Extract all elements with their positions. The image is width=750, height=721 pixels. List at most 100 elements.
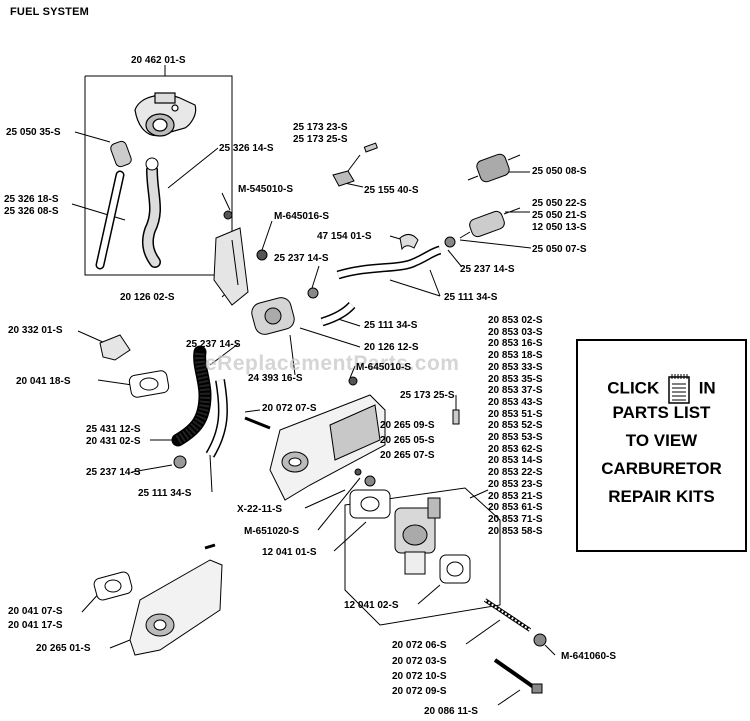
kit-part-label[interactable]: 20 853 33-S — [488, 361, 543, 373]
fuel-filter-top — [467, 153, 521, 183]
part-label[interactable]: 25 326 14-S — [219, 143, 274, 154]
part-label[interactable]: 25 050 07-S — [532, 244, 587, 255]
carburetor-group-box — [344, 487, 501, 626]
part-label[interactable]: 20 041 18-S — [16, 376, 71, 387]
part-label[interactable]: 25 326 08-S — [4, 206, 59, 217]
gasket-left — [128, 370, 170, 398]
part-label[interactable]: M-645016-S — [274, 211, 330, 222]
part-label[interactable]: 25 050 35-S — [6, 127, 61, 138]
part-label[interactable]: 25 111 34-S — [444, 292, 498, 303]
part-label[interactable]: 25 155 40-S — [364, 185, 419, 196]
intake-housing-upper — [269, 394, 386, 501]
part-label[interactable]: M-545010-S — [238, 184, 294, 195]
inline-fuel-filter-small — [110, 140, 132, 168]
part-label[interactable]: 20 086 11-S — [424, 706, 478, 717]
part-label[interactable]: 20 431 02-S — [86, 436, 141, 447]
part-label[interactable]: 20 265 07-S — [380, 450, 435, 461]
kit-part-label[interactable]: 20 853 21-S — [488, 490, 543, 502]
part-label[interactable]: 20 265 09-S — [380, 420, 435, 431]
part-label[interactable]: 20 265 05-S — [380, 435, 435, 446]
notepad-icon — [668, 374, 690, 404]
part-label[interactable]: 20 072 09-S — [392, 686, 447, 697]
part-label[interactable]: 25 111 34-S — [364, 320, 418, 331]
watermark: eReplacementParts.com — [205, 352, 460, 375]
gasket-lower — [93, 571, 133, 601]
part-label[interactable]: 20 072 07-S — [262, 403, 317, 414]
kit-part-label[interactable]: 20 853 71-S — [488, 513, 543, 525]
part-label[interactable]: 12 050 13-S — [532, 222, 587, 233]
part-label[interactable]: 20 265 01-S — [36, 643, 91, 654]
kit-part-label[interactable]: 20 853 16-S — [488, 338, 543, 350]
callout-line-4: CARBURETOR — [601, 459, 722, 478]
kit-part-label[interactable]: 20 853 37-S — [488, 385, 543, 397]
part-label[interactable]: 25 237 14-S — [460, 264, 515, 275]
pulse-pump — [251, 297, 295, 335]
kit-part-label[interactable]: 20 853 61-S — [488, 502, 543, 514]
heat-shield-bracket — [99, 334, 131, 361]
part-label[interactable]: 20 072 10-S — [392, 671, 447, 682]
kit-part-label[interactable]: 20 853 53-S — [488, 432, 543, 444]
kit-part-label[interactable]: 20 853 58-S — [488, 525, 543, 537]
hex-nut — [533, 633, 547, 647]
carburetor-kit-callout[interactable]: CLICK IN PARTS LIST TO VIEW CARBURETOR R… — [576, 339, 747, 552]
pump-bracket — [213, 210, 249, 306]
part-label[interactable]: 25 237 14-S — [274, 253, 329, 264]
part-label[interactable]: 25 173 25-S — [293, 134, 348, 145]
kit-part-label[interactable]: 20 853 22-S — [488, 467, 543, 479]
part-label[interactable]: 25 326 18-S — [4, 194, 59, 205]
part-label[interactable]: 25 050 08-S — [532, 166, 587, 177]
intake-housing-lower — [129, 543, 223, 656]
callout-line-2: PARTS LIST — [612, 403, 711, 422]
clip-part — [332, 170, 355, 187]
part-label[interactable]: 20 041 07-S — [8, 606, 63, 617]
fuel-pump — [134, 92, 197, 137]
kit-part-label[interactable]: 20 853 51-S — [488, 408, 543, 420]
kit-part-label[interactable]: 20 853 52-S — [488, 420, 543, 432]
carburetor-gasket — [349, 489, 471, 584]
part-label[interactable]: 20 072 03-S — [392, 656, 447, 667]
part-label[interactable]: 20 332 01-S — [8, 325, 63, 336]
kit-part-label[interactable]: 20 853 14-S — [488, 455, 543, 467]
carburetor-kit-list: 20 853 02-S 20 853 03-S 20 853 16-S 20 8… — [488, 315, 543, 537]
page-title: FUEL SYSTEM — [10, 6, 90, 18]
kit-part-label[interactable]: 20 853 18-S — [488, 350, 543, 362]
callout-click-text: CLICK — [607, 378, 660, 398]
callout-line-3: TO VIEW — [625, 431, 698, 450]
kit-part-label[interactable]: 20 853 03-S — [488, 326, 543, 338]
part-label[interactable]: 25 050 21-S — [532, 210, 587, 221]
part-label[interactable]: M-651020-S — [244, 526, 300, 537]
part-label[interactable]: 20 126 12-S — [364, 342, 419, 353]
callout-line-5: REPAIR KITS — [608, 487, 715, 506]
part-label[interactable]: 25 237 14-S — [86, 467, 141, 478]
part-label[interactable]: 25 431 12-S — [86, 424, 141, 435]
part-label[interactable]: M-645010-S — [356, 362, 412, 373]
part-label[interactable]: 25 173 25-S — [400, 390, 455, 401]
carburetor — [394, 497, 441, 575]
kit-part-label[interactable]: 20 853 23-S — [488, 478, 543, 490]
callout-in-text: IN — [698, 378, 716, 398]
part-label[interactable]: 20 462 01-S — [131, 55, 186, 66]
part-label[interactable]: 20 126 02-S — [120, 292, 175, 303]
part-label[interactable]: 20 041 17-S — [8, 620, 63, 631]
part-label[interactable]: 47 154 01-S — [317, 231, 372, 242]
callout-line-1: CLICK IN — [578, 374, 745, 404]
part-label[interactable]: X-22-11-S — [237, 504, 283, 515]
kit-part-label[interactable]: 20 853 35-S — [488, 373, 543, 385]
part-label[interactable]: 20 072 06-S — [392, 640, 447, 651]
kit-part-label[interactable]: 20 853 43-S — [488, 396, 543, 408]
part-label[interactable]: 25 111 34-S — [138, 488, 192, 499]
kit-part-label[interactable]: 20 853 02-S — [488, 315, 543, 326]
part-label[interactable]: 12 041 01-S — [262, 547, 317, 558]
fuel-filter-mid — [459, 207, 521, 239]
fuel-hose-corrugated — [171, 345, 212, 447]
part-label[interactable]: 12 041 02-S — [344, 600, 399, 611]
kit-part-label[interactable]: 20 853 62-S — [488, 443, 543, 455]
part-label[interactable]: 24 393 16-S — [248, 373, 303, 384]
part-label[interactable]: 25 237 14-S — [186, 339, 241, 350]
part-label[interactable]: 25 173 23-S — [293, 122, 348, 133]
long-bolt — [493, 658, 537, 690]
part-label[interactable]: M-641060-S — [561, 651, 617, 662]
part-label[interactable]: 25 050 22-S — [532, 198, 587, 209]
